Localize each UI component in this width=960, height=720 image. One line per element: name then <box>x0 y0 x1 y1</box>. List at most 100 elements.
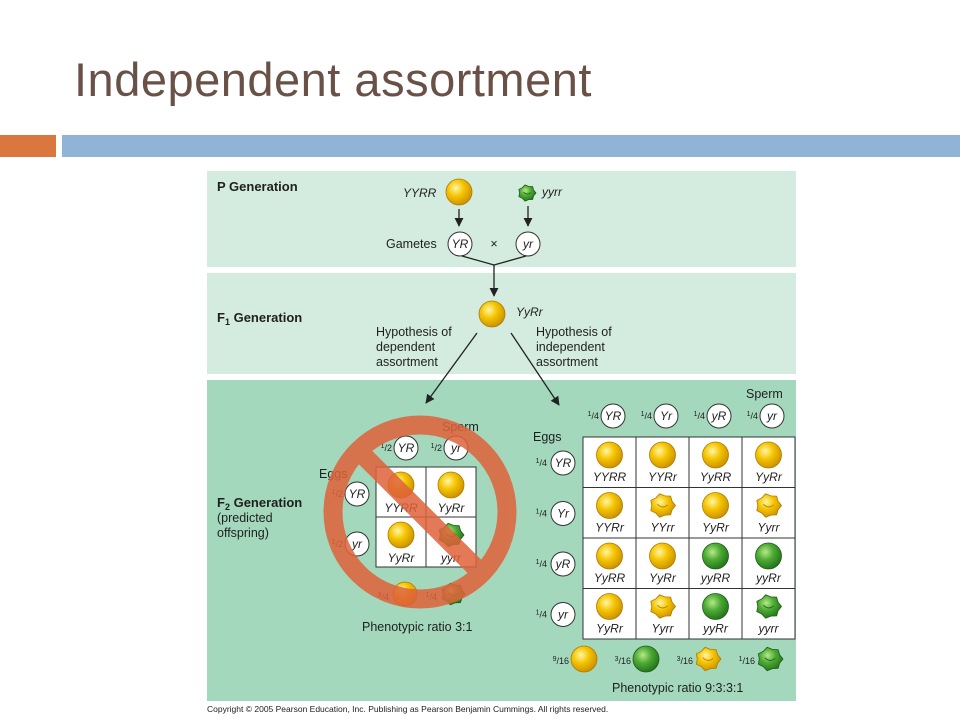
pea-yellow-round-icon <box>387 521 415 549</box>
pea-yellow-round-icon <box>755 441 782 469</box>
svg-text:YR: YR <box>398 441 415 455</box>
svg-text:yR: yR <box>711 409 727 423</box>
svg-text:Yr: Yr <box>557 507 570 521</box>
independent-sperm-gamete: yr <box>759 403 785 429</box>
independent-sperm-label: Sperm <box>746 387 783 401</box>
independent-cell: YyRR <box>700 441 732 484</box>
hypothesis-dependent-line2: dependent <box>376 340 436 354</box>
pea-yellow-round-icon <box>702 492 729 519</box>
copyright-notice: Copyright © 2005 Pearson Education, Inc.… <box>207 704 609 714</box>
f2-label-line3: offspring) <box>217 526 269 540</box>
independent-ratio-fraction: 3/16 <box>677 656 693 666</box>
pea-yellow-round-icon <box>570 645 598 673</box>
pea-yellow-round-icon <box>596 542 623 570</box>
independent-cell-genotype: YYRr <box>595 521 625 535</box>
independent-cell-genotype: YyRR <box>594 571 626 585</box>
independent-cell-genotype: yyRR <box>700 571 731 585</box>
independent-cell-genotype: YyRR <box>700 470 732 484</box>
independent-cell: YYRR <box>593 441 627 484</box>
dependent-phenotypic-ratio: Phenotypic ratio 3:1 <box>362 620 473 634</box>
pea-green-round-icon <box>702 593 729 620</box>
page-title: Independent assortment <box>74 53 592 106</box>
p-green-genotype: yyrr <box>541 185 563 199</box>
independent-cell-genotype: YyRr <box>649 571 677 585</box>
pea-yellow-round-icon <box>596 492 623 519</box>
dependent-cell: YyRr <box>387 521 415 565</box>
independent-egg-fraction: 1/4 <box>536 458 547 468</box>
pea-green-round-icon <box>702 542 729 570</box>
dependent-cell-genotype: YyRr <box>438 501 466 515</box>
independent-cell-genotype: yyRr <box>755 571 782 585</box>
gamete-2-label: yr <box>522 237 534 251</box>
svg-text:yR: yR <box>555 557 571 571</box>
independent-cell-genotype: yyrr <box>758 622 780 636</box>
independent-cell: yyRR <box>700 542 731 585</box>
f2-label-line2: (predicted <box>217 511 273 525</box>
independent-cell: YyRr <box>596 593 624 636</box>
gametes-label: Gametes <box>386 237 437 251</box>
pea-yellow-wrinkled-icon <box>650 493 676 518</box>
independent-cell: yyRr <box>755 542 782 585</box>
pea-yellow-round-icon <box>702 441 729 469</box>
pea-yellow-round-icon <box>649 542 676 570</box>
svg-text:yr: yr <box>766 409 778 423</box>
svg-text:yr: yr <box>557 608 569 622</box>
pea-yellow-round-icon <box>596 593 623 620</box>
cross-symbol: × <box>490 237 497 251</box>
independent-ratio-fraction: 9/16 <box>553 656 569 666</box>
independent-egg-fraction: 1/4 <box>536 559 547 569</box>
svg-text:Yr: Yr <box>660 409 673 423</box>
accent-bar-right <box>62 135 960 157</box>
independent-cell: YYrr <box>650 493 676 535</box>
independent-cell: YyRr <box>755 441 783 484</box>
f2-generation-label: F2 Generation <box>217 495 302 512</box>
dependent-sperm-gamete: YR <box>393 435 419 461</box>
independent-egg-fraction: 1/4 <box>536 509 547 519</box>
independent-cell-genotype: YYrr <box>651 521 676 535</box>
independent-sperm-fraction: 1/4 <box>747 411 758 421</box>
independent-cell: YyRR <box>594 542 626 585</box>
hypothesis-dependent-line1: Hypothesis of <box>376 325 452 339</box>
independent-cell-genotype: YyRr <box>755 470 783 484</box>
svg-text:yr: yr <box>351 537 363 551</box>
hypothesis-dependent-line3: assortment <box>376 355 438 369</box>
pea-yellow-round-icon <box>478 300 506 328</box>
pea-green-wrinkled-icon <box>756 594 782 619</box>
independent-egg-gamete: Yr <box>550 501 576 526</box>
independent-eggs-label: Eggs <box>533 430 562 444</box>
independent-cell-genotype: YYRR <box>593 470 627 484</box>
no-sign-icon <box>323 415 517 609</box>
p-generation-label: P Generation <box>217 179 298 194</box>
independent-phenotypic-ratio: Phenotypic ratio 9:3:3:1 <box>612 681 743 695</box>
independent-sperm-fraction: 1/4 <box>588 411 599 421</box>
independent-egg-fraction: 1/4 <box>536 610 547 620</box>
arrow-dependent <box>425 332 478 404</box>
svg-text:YR: YR <box>555 456 572 470</box>
hypothesis-independent-line3: assortment <box>536 355 598 369</box>
f1-genotype: YyRr <box>516 305 544 319</box>
p-yellow-genotype: YYRR <box>403 186 437 200</box>
independent-cell-genotype: yyRr <box>702 622 729 636</box>
independent-sperm-gamete: Yr <box>653 403 679 429</box>
pea-yellow-wrinkled-icon <box>650 594 676 619</box>
dependent-sperm-fraction: 1/2 <box>431 443 442 453</box>
pea-green-round-icon <box>632 645 660 673</box>
independent-cell: YyRr <box>702 492 730 535</box>
independent-cell: yyRr <box>702 593 729 636</box>
independent-ratio-fraction: 1/16 <box>739 656 755 666</box>
independent-cell: YYRr <box>648 441 678 484</box>
independent-cell-genotype: YyRr <box>702 521 730 535</box>
pea-green-round-icon <box>755 542 782 570</box>
p-generation-panel <box>207 171 796 267</box>
independent-ratio-fraction: 3/16 <box>615 656 631 666</box>
independent-sperm-fraction: 1/4 <box>641 411 652 421</box>
f1-generation-panel <box>207 273 796 374</box>
independent-cell: yyrr <box>756 594 782 636</box>
pea-yellow-round-icon <box>445 178 473 206</box>
dependent-cell: YyRr <box>437 471 466 515</box>
hypothesis-independent-line2: independent <box>536 340 605 354</box>
independent-cell-genotype: Yyrr <box>758 521 781 535</box>
hypothesis-independent-line1: Hypothesis of <box>536 325 612 339</box>
